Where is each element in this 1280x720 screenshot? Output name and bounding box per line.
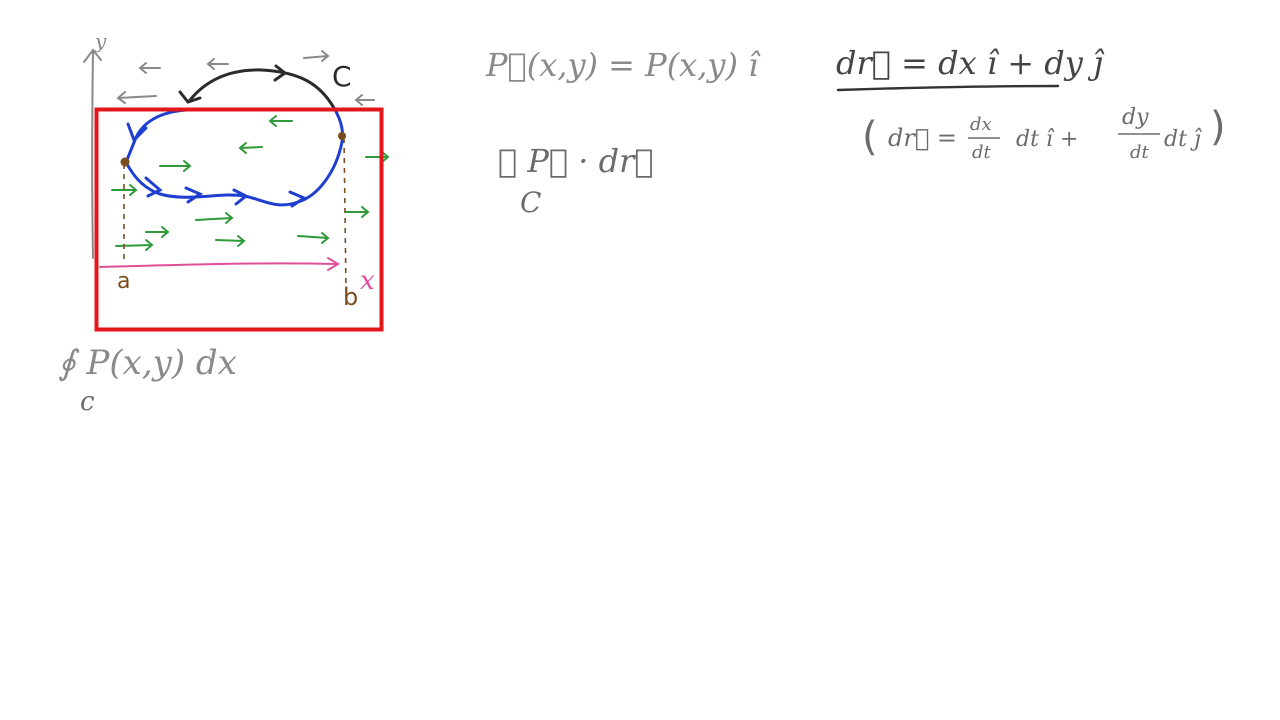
- dt-after-2: dt ĵ: [1164, 127, 1202, 152]
- curve-label: C: [332, 60, 352, 93]
- curve-arrowhead-blue: [126, 122, 148, 143]
- field-arrow-green: [111, 184, 138, 196]
- field-arrow-green: [345, 206, 370, 218]
- dr-param-open-paren: (: [862, 114, 878, 160]
- field-arrow-green: [268, 115, 293, 127]
- curve-arrowhead-blue: [184, 186, 204, 204]
- point-a-dot: [120, 157, 130, 167]
- curve-arrowhead-blue: [144, 176, 163, 198]
- point-a-label: a: [117, 269, 130, 294]
- curve-c-lower-blue: [124, 140, 344, 207]
- field-arrow-green: [195, 212, 234, 224]
- curve-arrowhead-blue: [232, 188, 249, 206]
- dt-after-1: dt î +: [1016, 127, 1078, 152]
- dt-denominator-2: dt: [1130, 142, 1150, 163]
- vector-line-integral: ∮ P⃗ · dr⃗ C: [498, 142, 654, 219]
- curve-c: C: [124, 60, 352, 208]
- dr-parametric: ( dr⃗ = dx dt dt î + dy dt dt ĵ ): [862, 104, 1226, 163]
- field-arrow-gray: [116, 91, 157, 104]
- dr-definition: dr⃗ = dx î + dy ĵ: [836, 44, 1105, 92]
- field-arrow-gray: [303, 50, 330, 62]
- scalar-line-integral: ∮ P(x,y) dx c: [58, 343, 237, 417]
- field-arrow-green: [145, 226, 170, 238]
- coordinate-axes: y x: [83, 29, 375, 296]
- curve-c-left-arrowhead: [178, 90, 202, 104]
- dx-numerator: dx: [970, 114, 992, 135]
- dt-denominator-1: dt: [972, 142, 992, 163]
- field-arrow-green: [159, 160, 192, 172]
- field-arrows-green: [111, 115, 390, 251]
- field-arrow-gray: [138, 62, 161, 74]
- y-axis-line: [91, 51, 94, 259]
- point-b-label: b: [343, 283, 358, 311]
- dy-numerator: dy: [1122, 105, 1149, 130]
- dr-definition-underline: [836, 84, 1060, 92]
- dr-param-lhs: dr⃗ =: [888, 124, 957, 152]
- field-arrow-green: [215, 235, 246, 247]
- field-definition-text: P⃗(x,y) = P(x,y) î: [485, 46, 761, 84]
- field-arrow-gray: [354, 94, 375, 106]
- curve-c-upper-black: [188, 68, 336, 110]
- field-arrow-green: [365, 151, 390, 163]
- scalar-integral-expression: ∮ P(x,y) dx: [58, 343, 237, 383]
- projection-line-b: [343, 137, 347, 291]
- highlight-box: [94, 107, 384, 332]
- x-axis-line: [99, 262, 337, 268]
- dr-definition-text: dr⃗ = dx î + dy ĵ: [836, 44, 1105, 82]
- y-axis-arrowhead: [83, 48, 102, 63]
- field-definition: P⃗(x,y) = P(x,y) î: [485, 46, 761, 84]
- curve-c-upper-blue: [124, 108, 188, 164]
- point-b-dot: [338, 132, 346, 140]
- field-arrow-green: [115, 239, 154, 251]
- x-axis-arrowhead: [327, 257, 340, 271]
- field-arrow-green: [297, 232, 330, 244]
- field-arrow-green: [238, 142, 263, 154]
- x-axis-label: x: [360, 266, 375, 296]
- curve-c-upper-arrowhead: [273, 64, 288, 82]
- curve-arrowhead-blue: [288, 190, 308, 208]
- field-arrows-gray: [116, 50, 375, 106]
- projection-markers: a b: [117, 132, 358, 311]
- field-arrow-gray: [206, 58, 229, 70]
- y-axis-label: y: [94, 29, 107, 53]
- vector-integral-subscript: C: [520, 186, 541, 219]
- dr-param-close-paren: ): [1210, 104, 1226, 150]
- scalar-integral-subscript: c: [80, 387, 95, 417]
- vector-integral-expression: ∮ P⃗ · dr⃗: [498, 142, 654, 180]
